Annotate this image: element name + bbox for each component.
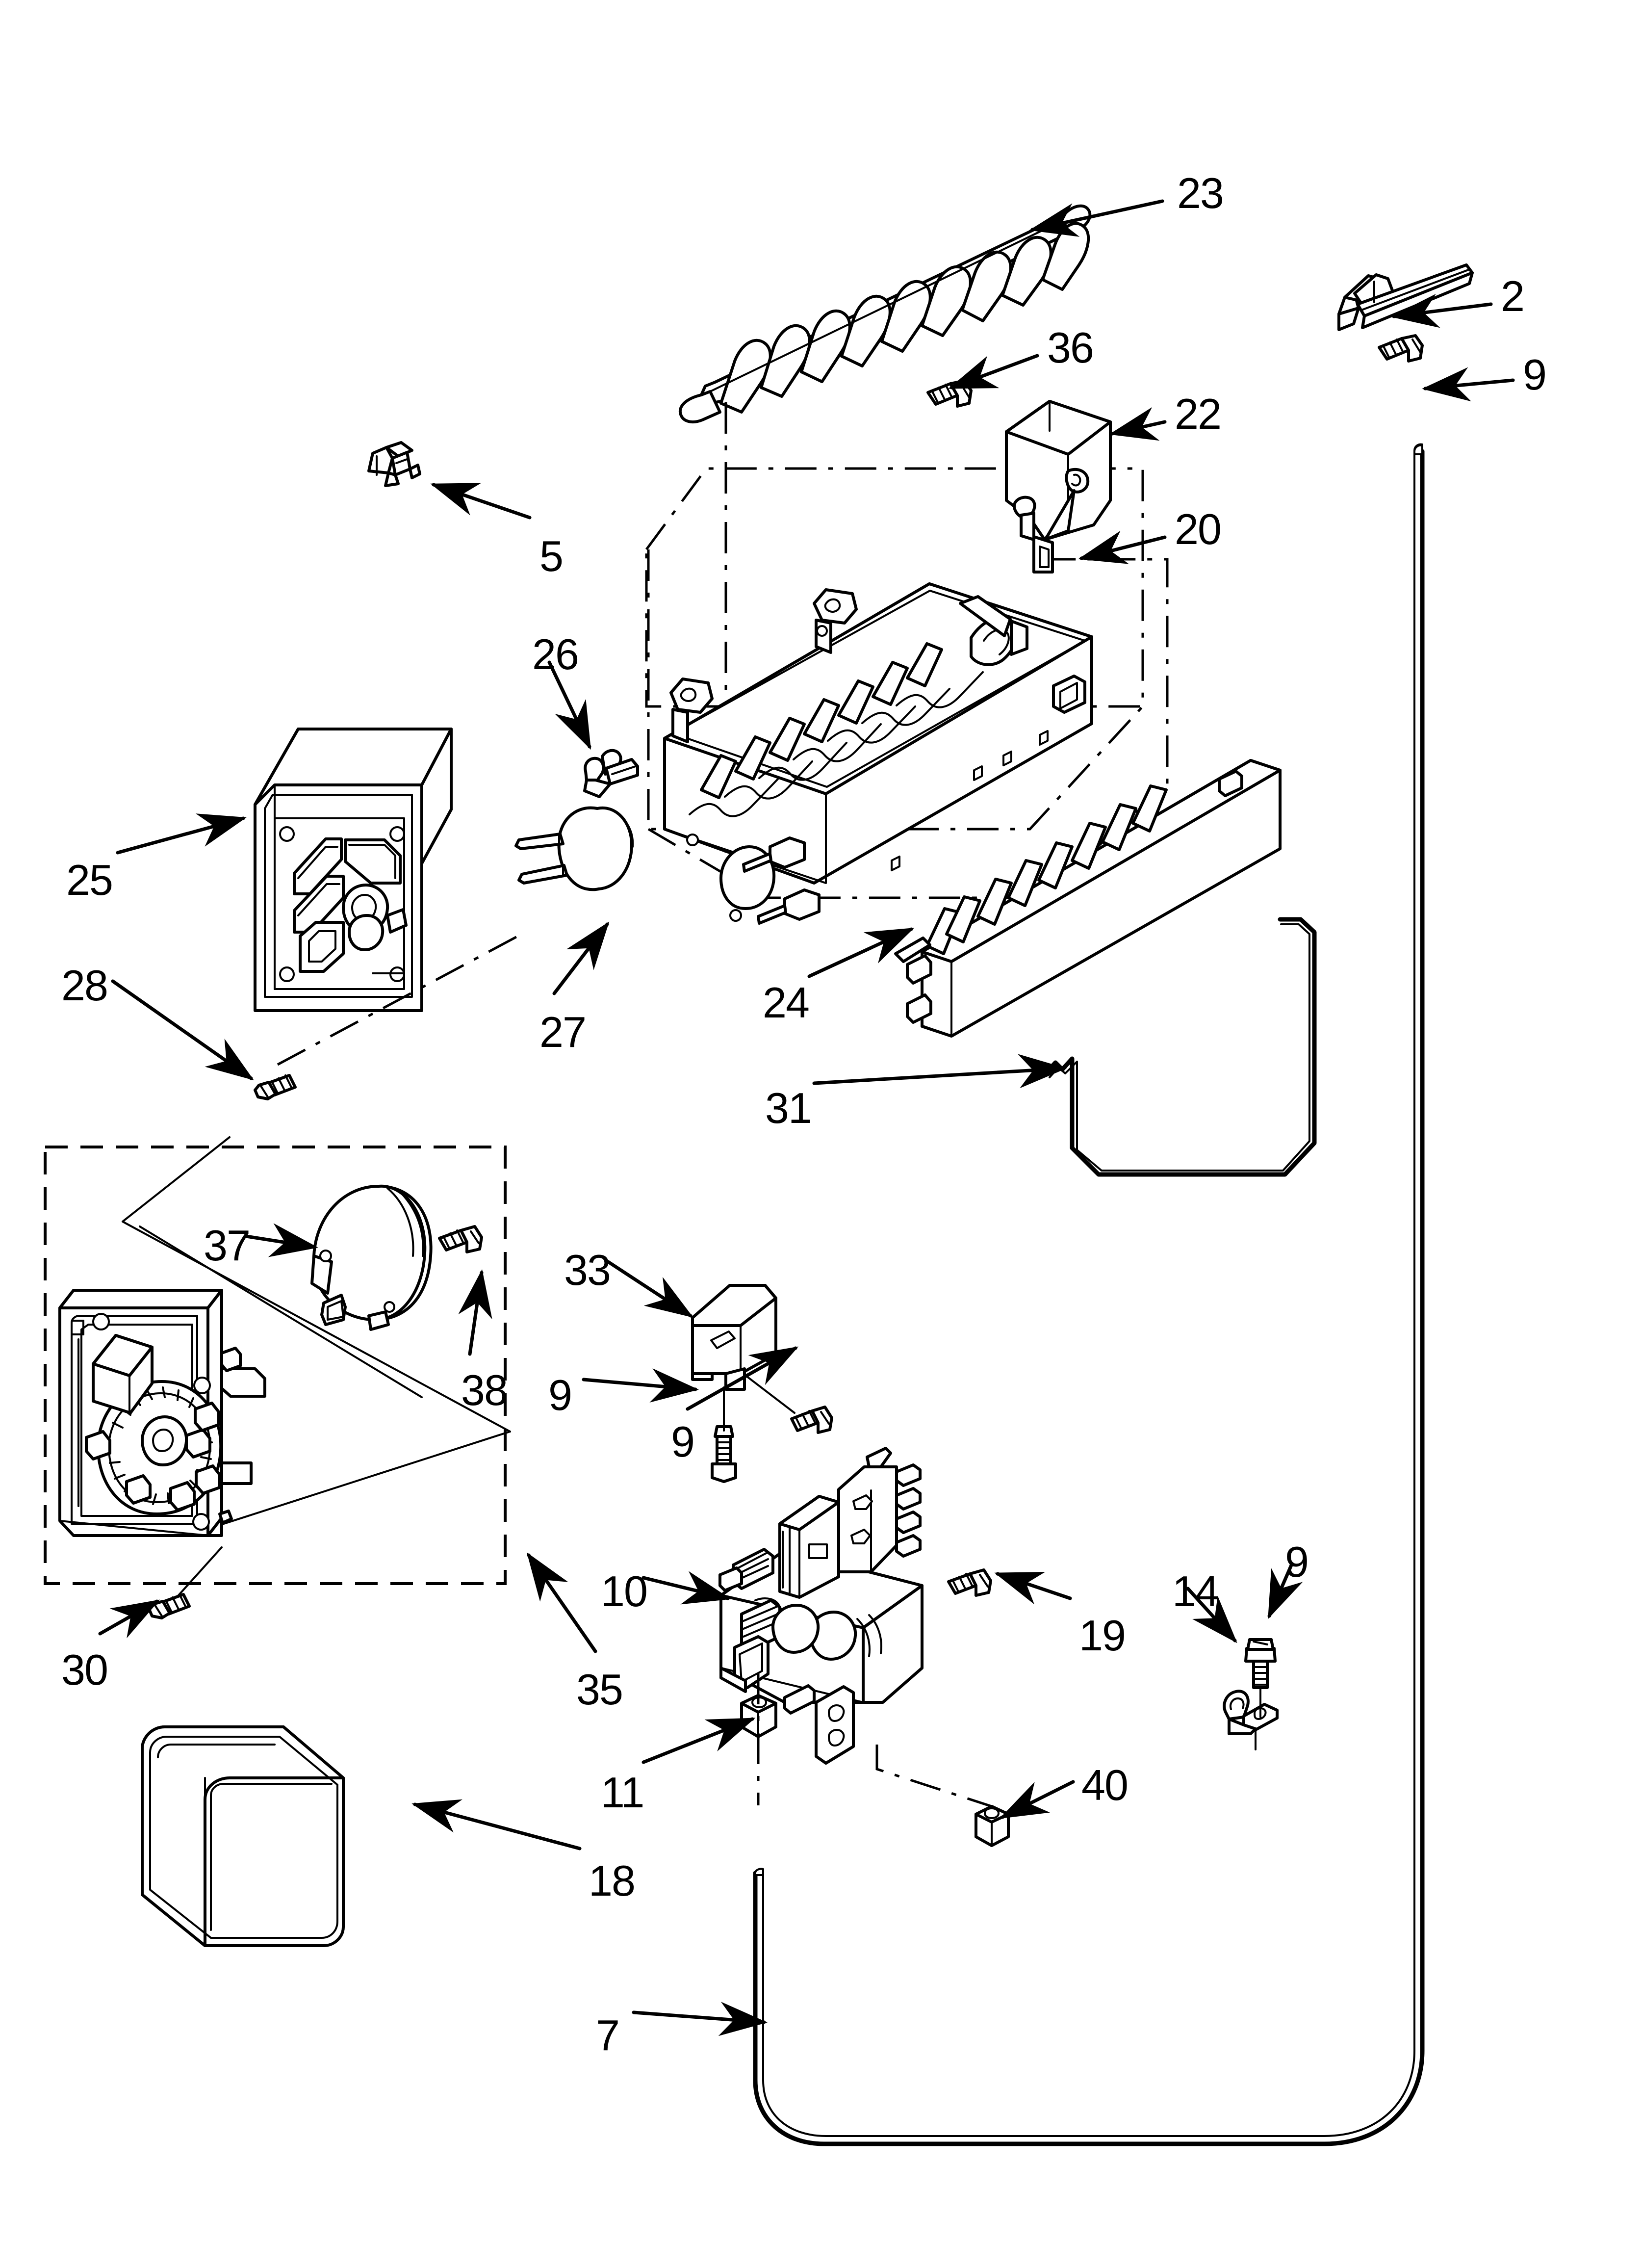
part-38-motor-mounting-screw — [438, 1225, 483, 1253]
callout-31: 31 — [765, 1084, 812, 1132]
part-40-brass-sleeve-nut — [975, 1805, 1010, 1847]
callout-14: 14 — [1172, 1567, 1219, 1616]
part-10-water-inlet-valve — [718, 1447, 924, 1765]
part-28-cover-mounting-screw — [254, 1074, 297, 1100]
callout-23: 23 — [1177, 169, 1224, 217]
assembly-outline-lower — [44, 1146, 507, 1585]
assembly-outline-upper — [645, 467, 1144, 708]
part-19-valve-mounting-screw — [947, 1568, 992, 1597]
callout-9-d: 9 — [1285, 1538, 1309, 1586]
assembly-projection-lines — [122, 1136, 511, 1526]
part-20-ice-mold-tray — [663, 582, 1093, 925]
cover-alignment-line — [277, 934, 521, 1066]
part-7-water-supply-tube — [753, 443, 1425, 2146]
callout-22: 22 — [1175, 390, 1222, 438]
part-23-ice-ejector-auger — [678, 204, 1092, 423]
part-9-hex-head-screw-vertical — [711, 1425, 737, 1483]
part-36-mounting-screw — [926, 379, 973, 408]
callout-37: 37 — [204, 1221, 251, 1270]
callout-30: 30 — [61, 1645, 108, 1694]
part-33-terminal-cover — [691, 1284, 777, 1391]
part-26-ejector-blade-coupler — [583, 749, 639, 798]
assembly-outline-upper-2 — [647, 549, 1144, 831]
callout-26: 26 — [532, 630, 579, 678]
callout-9-a: 9 — [1523, 350, 1547, 399]
callout-33: 33 — [564, 1246, 611, 1294]
callout-35: 35 — [576, 1665, 623, 1714]
callout-5: 5 — [539, 532, 564, 580]
part-2-fill-cup-guide — [1337, 263, 1474, 331]
callout-10: 10 — [601, 1567, 648, 1616]
part-35-motor-and-housing-assembly — [58, 1289, 266, 1537]
terminal-cover-leader — [744, 1374, 795, 1414]
callout-19: 19 — [1079, 1611, 1126, 1660]
part-5-retaining-clip — [367, 441, 421, 487]
callout-2: 2 — [1501, 272, 1525, 320]
callout-9-b: 9 — [548, 1371, 572, 1419]
callout-18: 18 — [589, 1856, 636, 1905]
callout-7: 7 — [596, 2011, 620, 2059]
callout-27: 27 — [539, 1008, 587, 1056]
callout-28: 28 — [61, 961, 108, 1010]
callout-leaders — [98, 199, 1515, 2036]
part-22-water-fill-cup — [1005, 400, 1112, 574]
part-37-water-valve-cover — [310, 1184, 433, 1331]
screw-30-alignment — [177, 1546, 223, 1597]
part-18-insulation-block — [141, 1725, 345, 1947]
callout-25: 25 — [66, 856, 113, 904]
part-9-hex-head-screw-top — [1378, 334, 1424, 363]
part-9-hex-head-screw-angled — [790, 1406, 833, 1434]
part-30-housing-screw — [148, 1593, 191, 1619]
part-14-tubing-clamp — [1223, 1690, 1279, 1750]
callout-38: 38 — [461, 1366, 508, 1414]
part-24-ice-stripper — [894, 759, 1282, 1038]
callout-11: 11 — [601, 1768, 644, 1817]
part-40-leader-dashed — [875, 1745, 992, 1808]
callout-36: 36 — [1047, 323, 1094, 372]
callout-20: 20 — [1175, 505, 1222, 553]
callout-9-c: 9 — [671, 1417, 695, 1466]
part-9-hex-head-screw-clamp — [1244, 1638, 1277, 1689]
part-25-icemaker-front-cover — [254, 728, 453, 1012]
callout-40: 40 — [1081, 1761, 1129, 1809]
callout-24: 24 — [763, 978, 810, 1027]
part-27-drive-motor — [514, 806, 634, 891]
